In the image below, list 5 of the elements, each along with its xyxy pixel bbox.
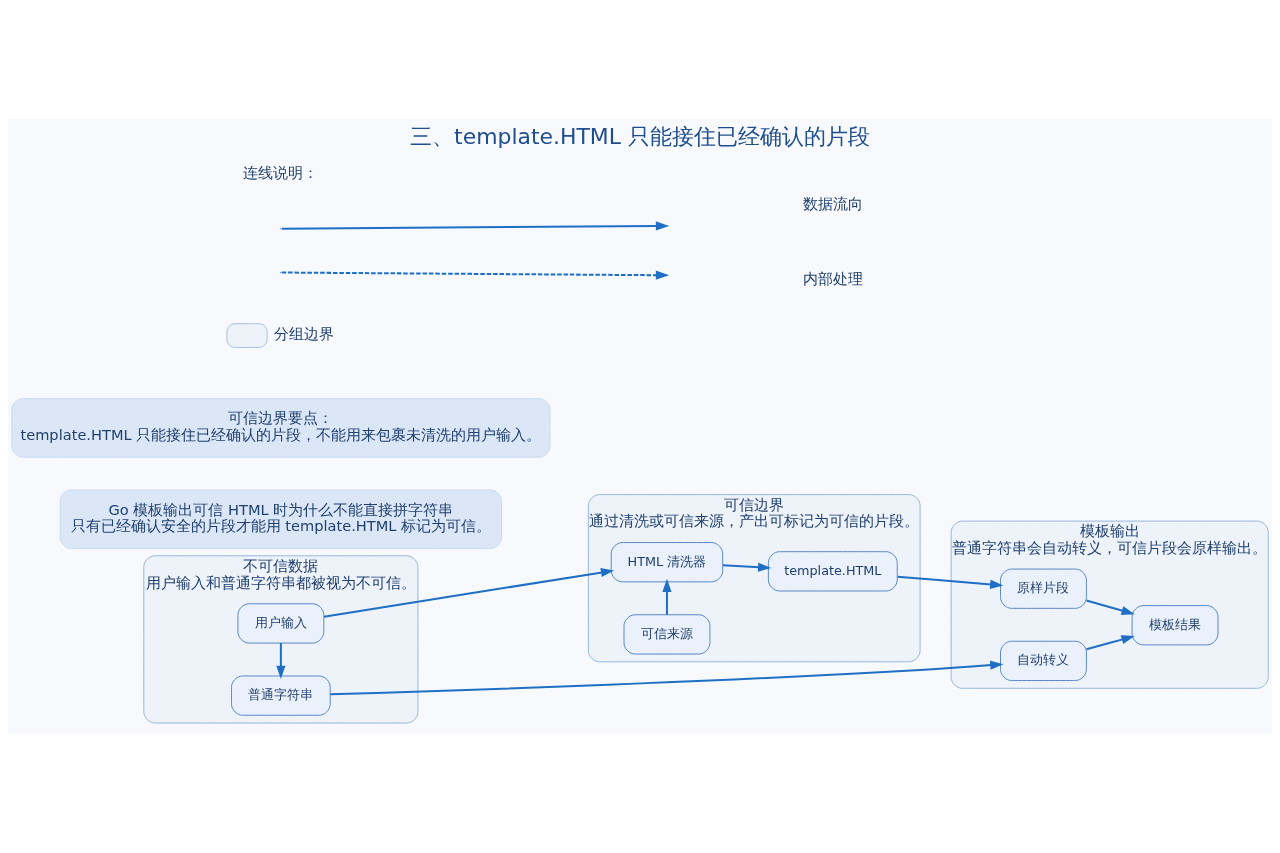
legend-label: 数据流向 <box>802 195 863 213</box>
label: 连线说明： <box>243 164 319 182</box>
legend-label: 分组边界 <box>274 325 335 343</box>
legend-label: 内部处理 <box>802 270 863 288</box>
diagram-title: 三、template.HTML 只能接住已经确认的片段 <box>410 123 870 149</box>
